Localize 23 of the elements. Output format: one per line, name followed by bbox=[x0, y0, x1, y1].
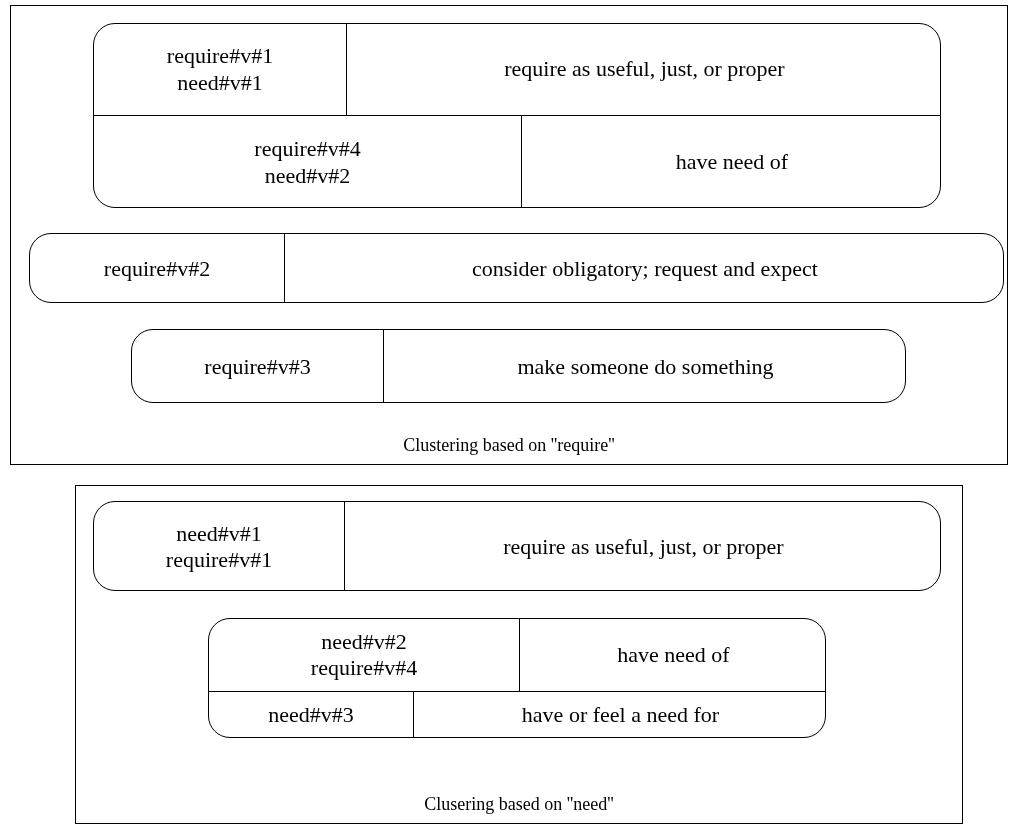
sense-group-box bbox=[131, 329, 906, 403]
sense-cell: require#v#4 need#v#2 bbox=[94, 116, 522, 207]
panel-caption: Clusering based on ''need'' bbox=[424, 794, 614, 815]
sense-cell: have or feel a need for bbox=[414, 692, 825, 737]
sense-cell: need#v#3 bbox=[209, 692, 414, 737]
sense-cell: need#v#2 require#v#4 bbox=[209, 619, 520, 692]
sense-group-box bbox=[208, 618, 826, 738]
sense-group-box bbox=[93, 23, 941, 208]
sense-cell: consider obligatory; request and expect bbox=[285, 234, 1003, 302]
cluster-panel bbox=[75, 485, 963, 824]
sense-cell: make someone do something bbox=[384, 330, 905, 402]
sense-cell: require#v#2 bbox=[30, 234, 285, 302]
cluster-panel bbox=[10, 5, 1008, 465]
sense-cell: have need of bbox=[522, 116, 940, 207]
sense-group-box bbox=[29, 233, 1004, 303]
sense-cell: have need of bbox=[520, 619, 825, 692]
sense-cell: require#v#1 need#v#1 bbox=[94, 24, 347, 116]
sense-cell: require#v#3 bbox=[132, 330, 384, 402]
sense-cell: require as useful, just, or proper bbox=[345, 502, 940, 590]
panel-caption: Clustering based on ''require'' bbox=[403, 435, 615, 456]
sense-cell: require as useful, just, or proper bbox=[347, 24, 940, 116]
sense-group-box bbox=[93, 501, 941, 591]
sense-cell: need#v#1 require#v#1 bbox=[94, 502, 345, 590]
